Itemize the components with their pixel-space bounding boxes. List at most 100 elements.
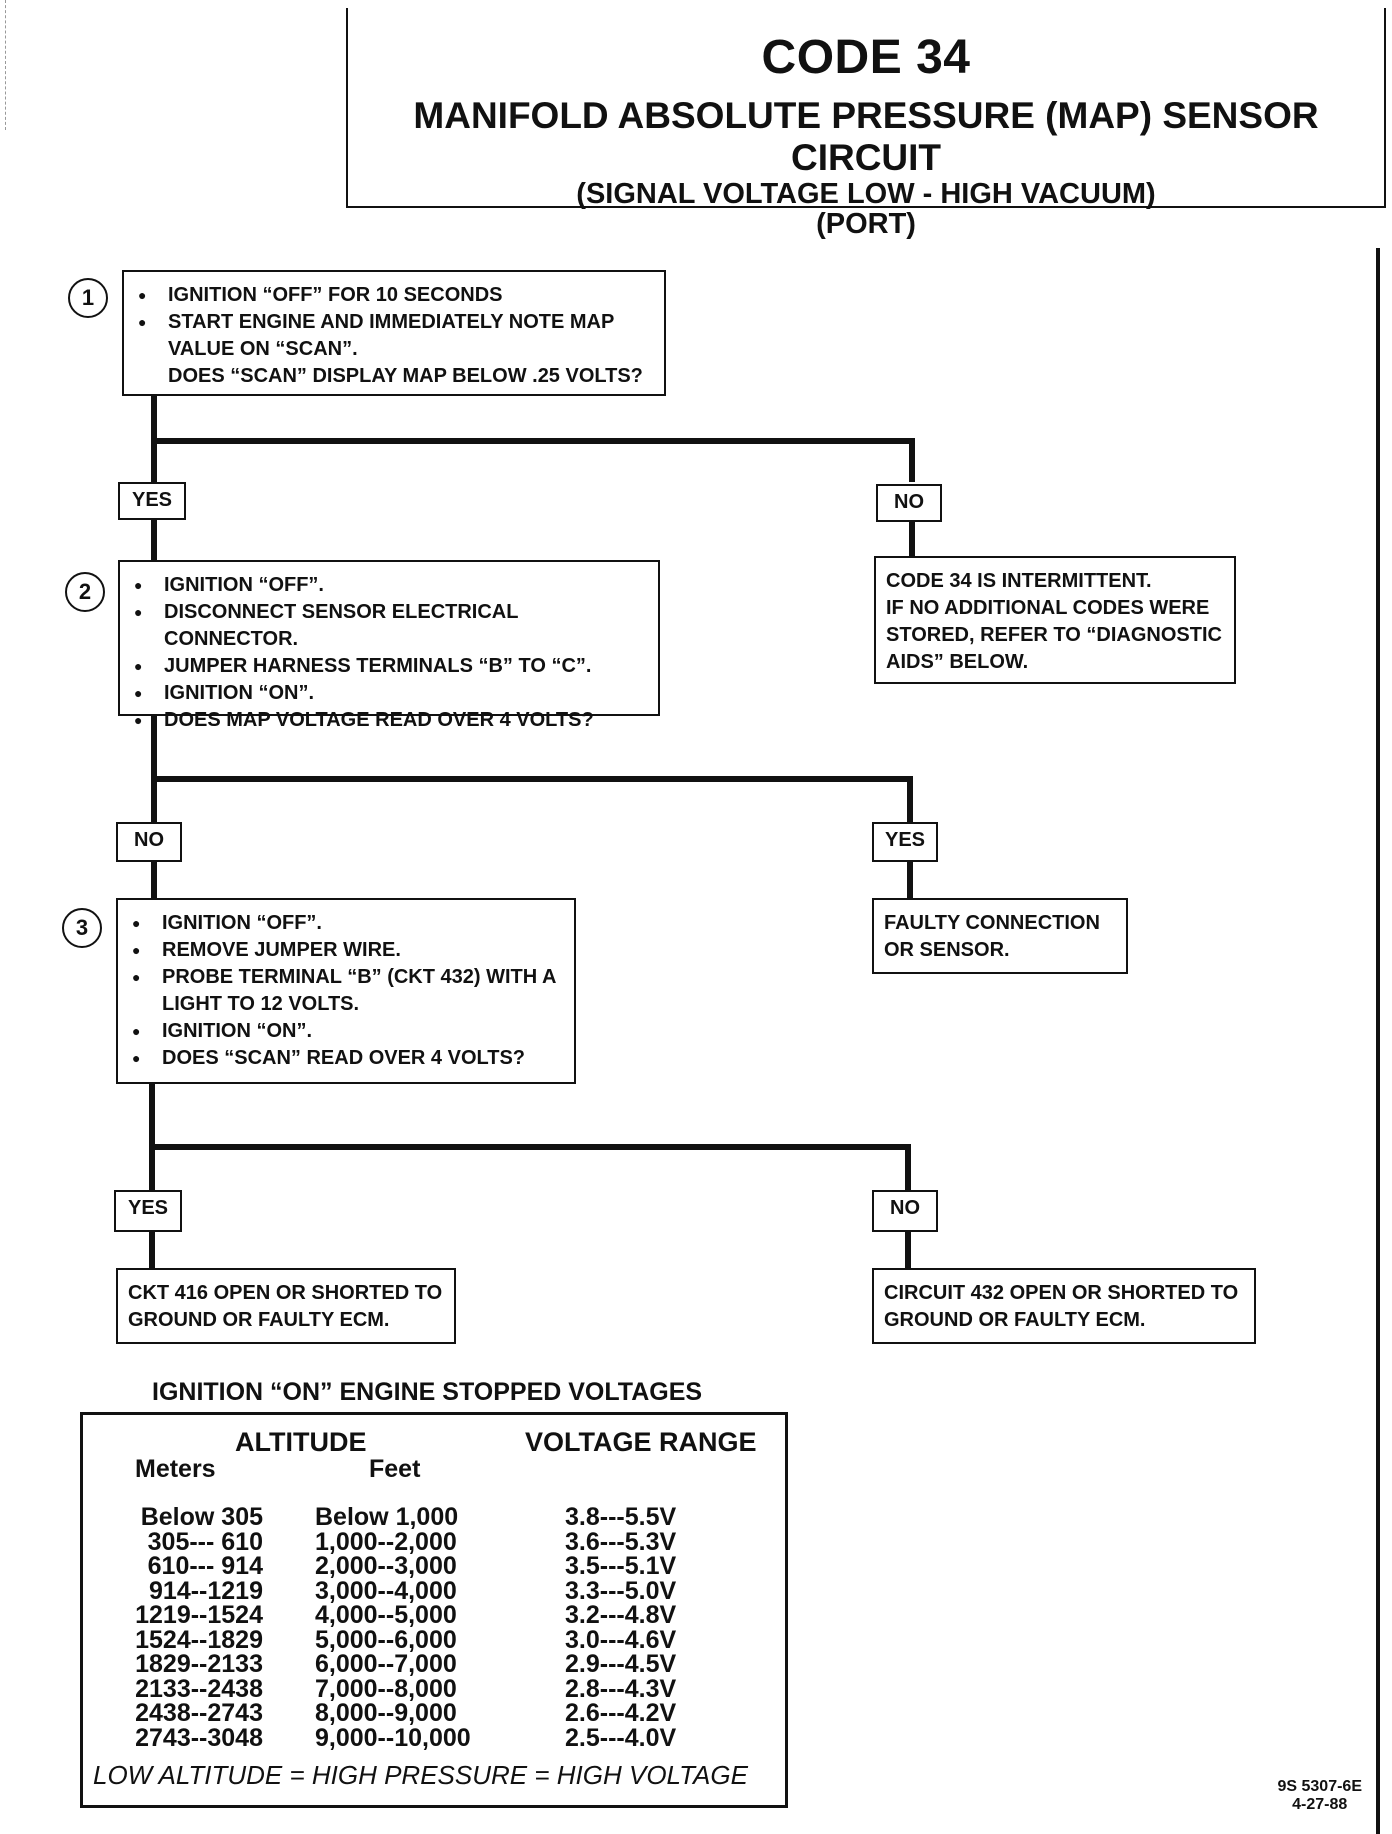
step-3-box: IGNITION “OFF”. REMOVE JUMPER WIRE. PROB… (116, 898, 576, 1084)
feet-cell: 3,000--4,000 (315, 1576, 457, 1605)
meters-cell: 1524--1829 (135, 1625, 263, 1654)
reference-date: 4-27-88 (1292, 1796, 1348, 1813)
voltage-cell: 3.3---5.0V (565, 1576, 677, 1605)
altitude-header: ALTITUDE (235, 1427, 367, 1457)
result-line: GROUND OR FAULTY ECM. (128, 1309, 390, 1331)
step-2-box: IGNITION “OFF”. DISCONNECT SENSOR ELECTR… (118, 560, 660, 734)
connector (151, 396, 157, 444)
step-3-line: LIGHT TO 12 VOLTS. (162, 993, 360, 1015)
branch-label-yes: YES (872, 822, 938, 862)
feet-cell: 2,000--3,000 (315, 1552, 457, 1580)
step-2-line: JUMPER HARNESS TERMINALS “B” TO “C”. (132, 653, 646, 680)
voltage-cell: 2.6---4.2V (565, 1699, 677, 1727)
connector (909, 438, 915, 482)
connector (151, 776, 913, 782)
voltage-cell: 2.9---4.5V (565, 1650, 677, 1678)
step-3-line: PROBE TERMINAL “B” (CKT 432) WITH A (130, 964, 562, 991)
table-footer-note: LOW ALTITUDE = HIGH PRESSURE = HIGH VOLT… (93, 1760, 748, 1790)
connector (151, 776, 157, 824)
connector (151, 518, 157, 560)
meters-cell: Below 305 (140, 1503, 263, 1531)
connector (907, 776, 913, 824)
result-line: GROUND OR FAULTY ECM. (884, 1309, 1146, 1331)
meters-cell: 610--- 914 (147, 1552, 263, 1580)
step-2-line: DISCONNECT SENSOR ELECTRICAL CONNECTOR. (132, 599, 646, 653)
result-line: STORED, REFER TO “DIAGNOSTIC (886, 624, 1222, 646)
connector (909, 518, 915, 558)
connector (905, 1230, 911, 1270)
circuit-title: MANIFOLD ABSOLUTE PRESSURE (MAP) SENSOR … (413, 95, 1319, 178)
step-number-3: 3 (62, 908, 102, 948)
feet-cell: 5,000--6,000 (315, 1625, 457, 1654)
meters-cell: 914--1219 (149, 1576, 263, 1605)
connector (149, 1144, 155, 1194)
feet-cell: 9,000--10,000 (315, 1723, 471, 1752)
step-3-line: IGNITION “OFF”. (130, 910, 562, 937)
code-title: CODE 34 (761, 31, 971, 84)
branch-label-no: NO (876, 484, 942, 522)
connector (151, 438, 915, 444)
branch-label-yes: YES (114, 1190, 182, 1232)
step-3-line: REMOVE JUMPER WIRE. (130, 937, 562, 964)
feet-cell: 1,000--2,000 (315, 1527, 457, 1556)
meters-cell: 305--- 610 (147, 1527, 263, 1556)
connector (905, 1144, 911, 1194)
voltage-cell: 3.2---4.8V (565, 1601, 677, 1629)
circuit-subtitle-port: (PORT) (816, 208, 916, 240)
connector (151, 860, 157, 902)
step-2-line: IGNITION “ON”. (132, 680, 646, 707)
connector (907, 860, 913, 902)
result-line: CODE 34 IS INTERMITTENT. (886, 570, 1152, 592)
step-1-line: VALUE ON “SCAN”. (168, 338, 358, 360)
voltage-cell: 3.5---5.1V (565, 1552, 677, 1580)
feet-cell: 4,000--5,000 (315, 1601, 457, 1629)
connector (151, 714, 157, 782)
result-line: CIRCUIT 432 OPEN OR SHORTED TO (884, 1282, 1239, 1304)
step-3-line: IGNITION “ON”. (130, 1018, 562, 1045)
meters-cell: 1219--1524 (135, 1601, 263, 1629)
document-reference: 9S 5307-6E 4-27-88 (1277, 1778, 1362, 1814)
result-circuit-432: CIRCUIT 432 OPEN OR SHORTED TO GROUND OR… (872, 1268, 1256, 1344)
result-line: AIDS” BELOW. (886, 651, 1029, 673)
page-right-rule (1376, 248, 1380, 1834)
voltage-table-title: IGNITION “ON” ENGINE STOPPED VOLTAGES (152, 1378, 703, 1406)
circuit-subtitle: (SIGNAL VOLTAGE LOW - HIGH VACUUM) (576, 178, 1156, 210)
result-intermittent: CODE 34 IS INTERMITTENT. IF NO ADDITIONA… (874, 556, 1236, 684)
branch-label-no: NO (116, 822, 182, 862)
scan-edge-mark (5, 0, 7, 130)
step-1-line: IGNITION “OFF” FOR 10 SECONDS (136, 282, 652, 309)
meters-header: Meters (135, 1455, 216, 1483)
step-2-line: DOES MAP VOLTAGE READ OVER 4 VOLTS? (132, 707, 646, 734)
step-1-box: IGNITION “OFF” FOR 10 SECONDS START ENGI… (122, 270, 666, 396)
voltage-cell: 3.0---4.6V (565, 1625, 677, 1654)
connector (149, 1144, 911, 1150)
feet-cell: 7,000--8,000 (315, 1674, 457, 1703)
step-1-line: START ENGINE AND IMMEDIATELY NOTE MAP (136, 309, 652, 336)
result-faulty-connection: FAULTY CONNECTION OR SENSOR. (872, 898, 1128, 974)
feet-cell: Below 1,000 (315, 1503, 459, 1531)
voltage-cell: 3.6---5.3V (565, 1527, 677, 1556)
step-2-line: IGNITION “OFF”. (132, 572, 646, 599)
feet-cell: 6,000--7,000 (315, 1650, 457, 1678)
result-line: FAULTY CONNECTION (884, 912, 1100, 934)
voltage-range-header: VOLTAGE RANGE (525, 1427, 757, 1457)
connector (149, 1084, 155, 1150)
branch-label-no: NO (872, 1190, 938, 1232)
result-line: CKT 416 OPEN OR SHORTED TO (128, 1282, 443, 1304)
header-box: CODE 34 MANIFOLD ABSOLUTE PRESSURE (MAP)… (346, 8, 1386, 239)
step-1-line: DOES “SCAN” DISPLAY MAP BELOW .25 VOLTS? (168, 365, 643, 387)
result-line: OR SENSOR. (884, 939, 1010, 961)
meters-cell: 2133--2438 (135, 1674, 263, 1703)
voltage-cell: 2.8---4.3V (565, 1674, 677, 1703)
feet-header: Feet (369, 1455, 421, 1483)
meters-cell: 1829--2133 (135, 1650, 263, 1678)
step-3-line: DOES “SCAN” READ OVER 4 VOLTS? (130, 1045, 562, 1072)
voltage-cell: 2.5---4.0V (565, 1723, 677, 1752)
connector (151, 438, 157, 482)
step-number-2: 2 (65, 572, 105, 612)
meters-cell: 2438--2743 (135, 1699, 263, 1727)
voltage-table: ALTITUDE VOLTAGE RANGE Meters Feet Below… (80, 1412, 788, 1808)
